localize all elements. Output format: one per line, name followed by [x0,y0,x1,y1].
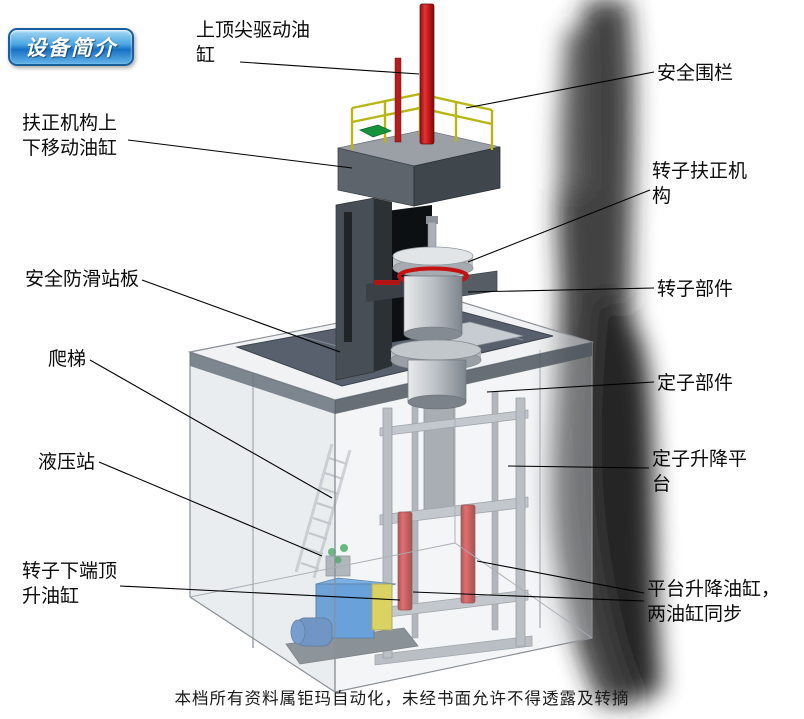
label-stator-lift-platform: 定子升降平 台 [652,449,748,496]
label-rotor-centering-mechanism: 转子扶正机 构 [652,161,748,208]
label-safety-fence: 安全围栏 [657,63,734,84]
shadow-smear [551,0,662,705]
footer-disclaimer: 本档所有资料属钜玛自动化，未经书面允许不得透露及转摘 [174,689,630,708]
label-ladder: 爬梯 [48,349,87,370]
title-badge: 设备简介 [8,28,134,66]
label-hydraulic-station: 液压站 [38,452,96,473]
ladder-render [294,443,352,579]
platform-lift-cylinder-right [460,504,476,604]
rotor-assembly [366,216,498,342]
label-centering-updown-cylinder: 扶正机构上 下移动油缸 [22,113,118,160]
hydraulic-unit [285,544,419,665]
platform-lift-cylinder-left [397,511,413,611]
stator-assembly [390,339,482,410]
leader-lines [89,61,655,602]
green-plate [358,124,393,138]
title-badge-label: 设备简介 [25,37,117,60]
label-platform-lift-cylinders: 平台升降油缸， 两油缸同步 [647,579,781,626]
label-top-tip-drive-cylinder: 上顶尖驱动油 缸 [196,20,311,67]
label-rotor-bottom-jack-cylinder: 转子下端顶 升油缸 [22,561,118,608]
top-drive-cylinder-rod [394,3,435,145]
label-rotor-component: 转子部件 [657,279,734,300]
label-safety-antislip-platform: 安全防滑站板 [25,269,140,290]
stator-lift-frame [252,350,541,666]
label-stator-component: 定子部件 [657,373,734,394]
